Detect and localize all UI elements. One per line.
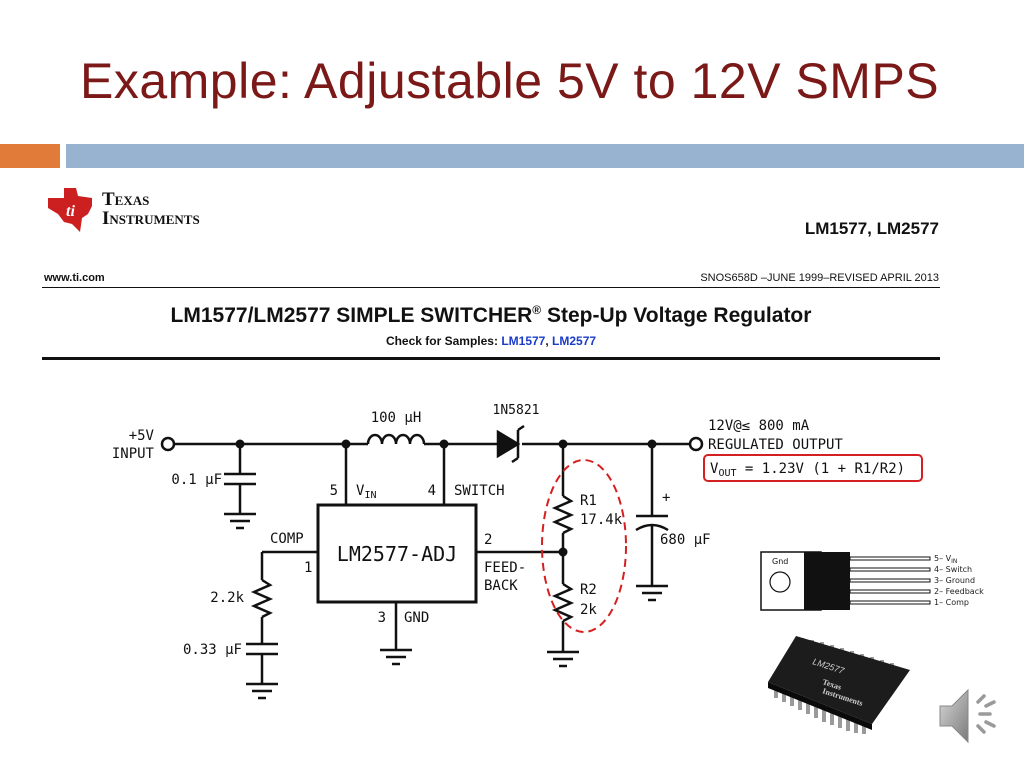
output-label: REGULATED OUTPUT xyxy=(708,437,843,453)
formula-rest: = 1.23V (1 + R1/R2) xyxy=(737,461,906,477)
input-cap-label: 0.1 µF xyxy=(171,472,222,488)
diode-symbol xyxy=(496,429,521,459)
sample-link-lm2577[interactable]: LM2577 xyxy=(552,334,597,348)
company-line-2: Instruments xyxy=(102,208,200,229)
accent-bar-blue xyxy=(66,144,1024,168)
input-label: INPUT xyxy=(112,446,155,462)
output-rating-label: 12V@≤ 800 mA xyxy=(708,418,810,434)
part-numbers: LM1577, LM2577 xyxy=(804,219,939,238)
tab-label: Gnd xyxy=(772,557,788,566)
accent-bar-orange xyxy=(0,144,60,168)
cout-label: 680 µF xyxy=(660,532,711,548)
output-terminal xyxy=(688,436,704,452)
sample-link-lm1577[interactable]: LM1577 xyxy=(501,334,546,348)
input-voltage-label: +5V xyxy=(129,428,155,444)
ic-name: LM2577-ADJ xyxy=(337,542,457,566)
pin5-name: VIN xyxy=(356,483,376,501)
cout-polarity: + xyxy=(662,490,670,506)
formula-highlight-box xyxy=(703,454,923,482)
company-line-1: Texas xyxy=(102,189,150,210)
slide-title: Example: Adjustable 5V to 12V SMPS xyxy=(80,53,940,109)
pin2-name-2: BACK xyxy=(484,578,518,594)
r1-value: 17.4k xyxy=(580,512,623,528)
pin2-name-1: FEED- xyxy=(484,560,526,576)
pin4-number: 4 xyxy=(428,483,436,499)
r2-value: 2k xyxy=(580,602,597,618)
r2-label: R2 xyxy=(580,582,597,598)
doc-revision: SNOS658D –JUNE 1999–REVISED APRIL 2013 xyxy=(700,272,939,284)
r1-resistor xyxy=(551,494,575,535)
samples-line: Check for Samples: LM1577, LM2577 xyxy=(42,334,940,348)
pinout-pin4: 4– Switch xyxy=(934,565,972,574)
samples-prefix: Check for Samples: xyxy=(385,334,502,348)
pin3-number: 3 xyxy=(378,610,386,626)
pin1-number: 1 xyxy=(304,560,312,576)
samples-separator: , xyxy=(545,334,553,348)
doc-title-mark: ® xyxy=(532,303,542,317)
doc-title-main: LM1577/LM2577 SIMPLE SWITCHER xyxy=(170,304,533,327)
r1-label: R1 xyxy=(580,493,597,509)
pin3-name: GND xyxy=(404,610,429,626)
comp-resistor-label: 2.2k xyxy=(210,590,244,606)
doc-title-tail: Step-Up Voltage Regulator xyxy=(541,304,812,327)
formula-sub: OUT xyxy=(718,468,736,479)
speaker-icon[interactable] xyxy=(936,684,1006,748)
comp-cap-label: 0.33 µF xyxy=(183,642,242,658)
comp-resistor xyxy=(250,578,274,619)
inductor-symbol xyxy=(366,433,426,445)
formula-label: VOUT = 1.23V (1 + R1/R2) xyxy=(710,461,905,479)
pin1-name: COMP xyxy=(270,531,304,547)
pin5-number: 5 xyxy=(330,483,338,499)
divider-highlight xyxy=(541,459,627,633)
website: www.ti.com xyxy=(44,272,105,284)
pinout-pin1: 1– Comp xyxy=(934,598,969,607)
inductor-label: 100 µH xyxy=(371,410,422,426)
pinout-pin5: 5– VIN xyxy=(934,554,957,565)
doc-title: LM1577/LM2577 SIMPLE SWITCHER® Step-Up V… xyxy=(42,303,940,328)
chip-photo: LM2577 Texas Instruments xyxy=(768,636,910,734)
diode-label: 1N5821 xyxy=(493,403,540,418)
ti-logo-icon: ti xyxy=(48,188,92,232)
pin4-name: SWITCH xyxy=(454,483,505,499)
header-rule-top xyxy=(42,287,940,288)
package-pinout-diagram: Gnd 5– VIN 4– Switch 3– Ground 2– Feedba… xyxy=(760,551,984,611)
formula-v: V xyxy=(710,461,719,477)
pinout-pin2: 2– Feedback xyxy=(934,587,984,596)
company-name: Texas Instruments xyxy=(102,190,200,228)
input-terminal xyxy=(160,436,176,452)
header-rule-bottom xyxy=(42,357,940,360)
pin2-number: 2 xyxy=(484,532,492,548)
svg-text:ti: ti xyxy=(66,203,75,220)
pinout-pin3: 3– Ground xyxy=(934,576,975,585)
r2-resistor xyxy=(551,582,575,623)
